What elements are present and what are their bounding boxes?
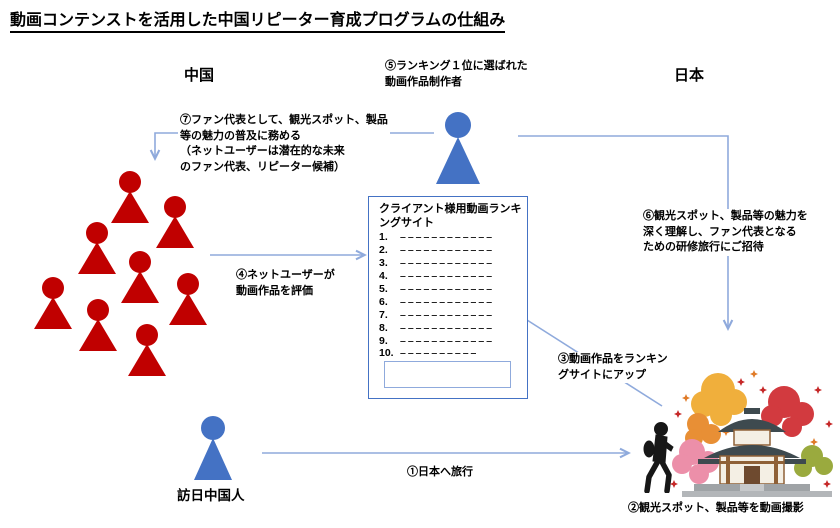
person-icon [109,171,151,228]
ranking-row: 6. –––––––––––– [379,295,519,308]
ranking-box-title: クライアント様用動画ランキ ングサイト [379,203,522,229]
person-icon [126,324,168,381]
ranking-row: 5. –––––––––––– [379,283,519,296]
step2-label: ②観光スポット、製品等を動画撮影 [628,502,804,514]
temple-building [682,408,832,497]
ranking-row-number: 9. [379,334,388,347]
ranking-row-number: 8. [379,321,388,334]
person-icon [77,299,119,356]
person-icon [32,277,74,334]
ranking-row-dashes: –––––––––––– [400,257,495,270]
ranking-row: 3. –––––––––––– [379,257,519,270]
arrow-creator-to-japan [518,135,734,331]
ranking-row: 9. –––––––––––– [379,334,519,347]
creator-person-icon [434,112,482,189]
ranking-row-number: 5. [379,283,388,295]
ranking-row: 1. –––––––––––– [379,231,519,244]
region-label-china: 中国 [184,67,215,84]
step6-label: ⑥観光スポット、製品等の魅力を 深く理解し、ファン代表となる ための研修旅行にご… [641,209,810,256]
step5-label: ⑤ランキング１位に選ばれた 動画作品制作者 [385,60,528,88]
step4-label: ④ネットユーザーが 動画作品を評価 [236,269,335,297]
ranking-row-dashes: –––––––––––– [400,321,495,334]
person-icon [167,273,209,330]
ranking-row-number: 7. [379,308,388,321]
ranking-row: 8. –––––––––––– [379,321,519,334]
person-icon [119,251,161,308]
ranking-row-dashes: –––––––––––– [400,283,495,295]
ranking-row-dashes: –––––––––––– [400,334,495,347]
ranking-row: 4. –––––––––––– [379,270,519,283]
ranking-row-dashes: –––––––––––– [400,244,495,257]
visitor-label: 訪日中国人 [177,488,245,503]
ranking-row-dashes: –––––––––––– [400,295,495,308]
ranking-rows: 1. –––––––––––– 2. –––––––––––– 3. ––––––––… [379,231,519,360]
autumn-trees [672,373,833,484]
walking-photographer-icon [640,421,680,498]
ranking-row-number: 1. [379,231,388,244]
temple-illustration [666,360,838,503]
step3-label: ③動画作品をランキン グサイトにアップ [556,352,670,383]
page-title: 動画コンテンストを活用した中国リピーター育成プログラムの仕組み [10,6,506,33]
step7-label: ⑦ファン代表として、観光スポット、製品 等の魅力の普及に務める （ネットユーザー… [178,113,390,175]
ranking-row-number: 10. [379,347,394,360]
region-label-japan: 日本 [674,67,705,84]
thumbnail-placeholder-box [384,361,511,388]
ranking-row-dashes: –––––––––––– [400,270,495,283]
person-icon [154,196,196,253]
ranking-row-number: 3. [379,257,388,270]
visitor-person-icon [191,416,235,485]
person-icon [76,222,118,279]
step1-label: ①日本へ旅行 [407,466,473,478]
ranking-row: 7. –––––––––––– [379,308,519,321]
ranking-row-number: 2. [379,244,388,257]
ranking-row-dashes: –––––––––––– [400,231,495,244]
ranking-site-box: クライアント様用動画ランキ ングサイト 1. –––––––––––– 2. –––… [368,196,528,399]
ranking-row-number: 4. [379,270,388,283]
ranking-row-dashes: –––––––––– [400,347,479,360]
ranking-row: 2. –––––––––––– [379,244,519,257]
ranking-row: 10. –––––––––– [379,347,519,360]
ranking-row-number: 6. [379,295,388,308]
ranking-row-dashes: –––––––––––– [400,308,495,321]
